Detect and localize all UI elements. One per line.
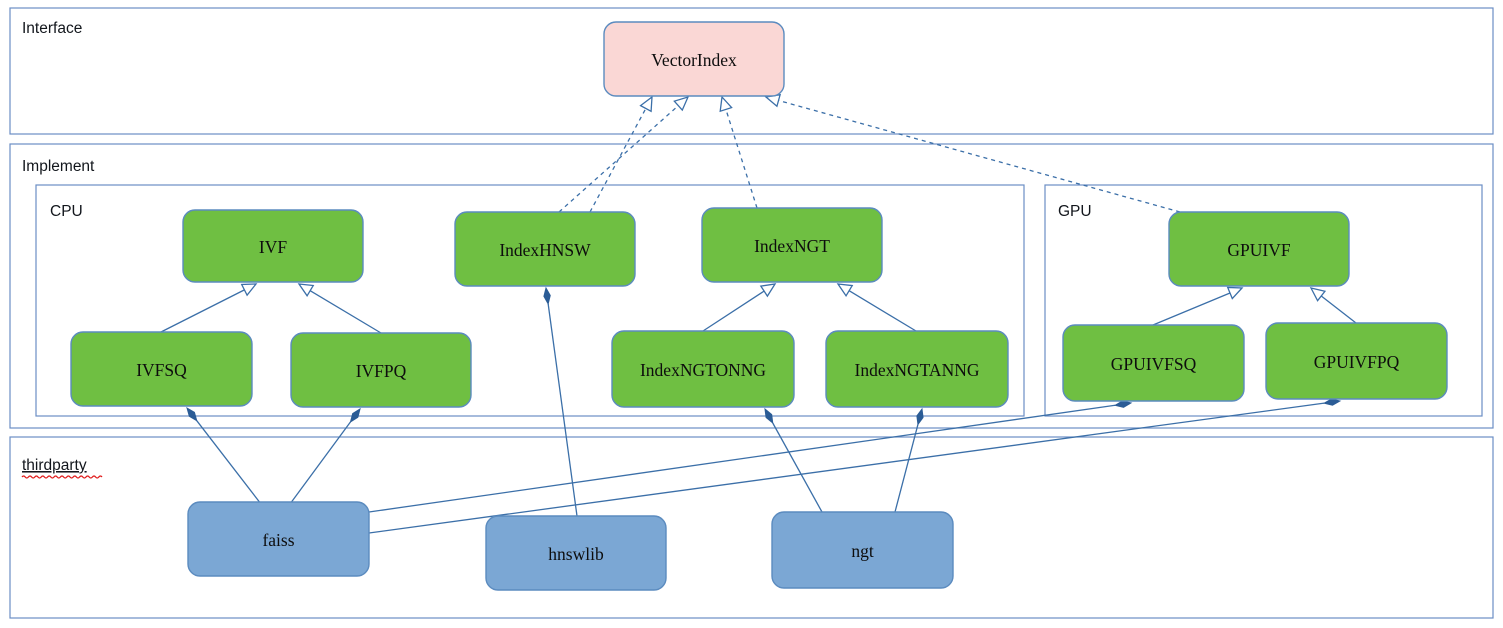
node-IVF-box[interactable] [182,209,364,283]
node-ngt[interactable]: ngt [771,511,954,589]
node-IVFSQ[interactable]: IVFSQ [70,331,253,407]
node-GPUIVFSQ[interactable]: GPUIVFSQ [1062,324,1245,402]
node-IndexNGTANNG-label: IndexNGTANNG [855,360,980,380]
node-IVFPQ[interactable]: IVFPQ [290,332,472,408]
edge-line [309,290,382,334]
edge-IndexNGTANNG-to-IndexNGT [836,283,917,332]
node-ngt-label: ngt [851,541,874,561]
node-GPUIVFPQ-box[interactable] [1265,322,1448,400]
node-hnswlib[interactable]: hnswlib [485,515,667,591]
node-IndexNGT-label: IndexNGT [754,236,830,256]
edge-IVFPQ-to-IVF [297,283,382,334]
edge-line [848,290,917,332]
edge-line [1152,292,1231,326]
node-IndexHNSW[interactable]: IndexHNSW [454,211,636,287]
node-IVFPQ-box[interactable] [290,332,472,408]
edge-faiss-to-IVFSQ [186,406,262,505]
node-IndexNGTANNG-box[interactable] [825,330,1009,408]
edge-GPUIVFSQ-to-GPUIVF [1152,286,1244,326]
edge-IndexNGT-to-VectorIndex [719,95,758,209]
node-ngt-box[interactable] [771,511,954,589]
edge-line [702,290,765,332]
composition-diamond-icon [543,286,551,306]
edge-IVF-to-VectorIndex [589,95,653,213]
inheritance-triangle-icon [639,95,653,113]
edge-GPUIVFPQ-to-GPUIVF [1309,287,1357,324]
node-IndexNGTONNG[interactable]: IndexNGTONNG [611,330,795,408]
node-GPUIVFSQ-label: GPUIVFSQ [1111,354,1197,374]
composition-diamond-icon [916,407,924,426]
spellcheck-underline-icon [21,475,103,479]
node-GPUIVF-box[interactable] [1168,211,1350,287]
frame-cpu-label: CPU [50,203,83,220]
edge-line [894,424,919,513]
node-hnswlib-box[interactable] [485,515,667,591]
edge-ngt-to-IndexNGTONNG [764,407,823,513]
inheritance-triangle-icon [240,283,258,297]
node-IndexHNSW-label: IndexHNSW [499,240,591,260]
node-IndexNGTONNG-box[interactable] [611,330,795,408]
frame-gpu-label: GPU [1058,203,1092,220]
node-GPUIVF-label: GPUIVF [1227,240,1290,260]
edge-IVFSQ-to-IVF [160,283,258,333]
frame-thirdparty-label: thirdparty [22,457,87,474]
node-IndexNGTANNG[interactable]: IndexNGTANNG [825,330,1009,408]
edge-ngt-to-IndexNGTANNG [894,407,924,513]
edge-line [778,99,1181,213]
edge-line [1320,295,1357,324]
node-hnswlib-label: hnswlib [548,544,604,564]
node-IVF-label: IVF [259,237,287,257]
inheritance-triangle-icon [1226,286,1244,300]
node-IndexNGTONNG-label: IndexNGTONNG [640,360,766,380]
node-GPUIVFSQ-box[interactable] [1062,324,1245,402]
edge-line [772,422,823,513]
node-VectorIndex[interactable]: VectorIndex [603,21,785,97]
edge-line [368,404,1116,513]
edges-layer [160,93,1357,534]
inheritance-triangle-icon [719,95,733,113]
node-faiss[interactable]: faiss [187,501,370,577]
frame-interface-label: Interface [22,20,82,37]
node-GPUIVFPQ-label: GPUIVFPQ [1314,352,1400,372]
node-GPUIVFPQ[interactable]: GPUIVFPQ [1265,322,1448,400]
node-IndexHNSW-box[interactable] [454,211,636,287]
node-IVFSQ-box[interactable] [70,331,253,407]
frame-implement-label: Implement [22,158,95,175]
node-GPUIVF[interactable]: GPUIVF [1168,211,1350,287]
composition-diamond-icon [764,407,774,425]
edge-line [160,289,245,333]
inheritance-triangle-icon [836,283,854,298]
node-VectorIndex-label: VectorIndex [651,50,737,70]
edge-line [725,109,758,209]
node-IndexNGT[interactable]: IndexNGT [701,207,883,283]
composition-diamond-icon [349,407,361,423]
node-faiss-box[interactable] [187,501,370,577]
edge-line [589,108,647,213]
node-VectorIndex-box[interactable] [603,21,785,97]
inheritance-triangle-icon [673,95,690,112]
composition-diamond-icon [186,406,198,422]
edge-IndexHNSW-to-VectorIndex [558,95,690,213]
node-faiss-label: faiss [262,530,294,550]
edge-line [558,105,679,213]
inheritance-triangle-icon [1309,287,1327,302]
edge-IndexNGTONNG-to-IndexNGT [702,283,777,332]
edge-line [289,421,352,505]
node-IndexNGT-box[interactable] [701,207,883,283]
edge-line [368,402,1325,534]
edge-line [547,303,578,517]
inheritance-triangle-icon [297,283,315,298]
edge-faiss-to-IVFPQ [289,407,361,505]
edge-hnswlib-to-IndexHNSW [543,286,578,517]
node-IVFPQ-label: IVFPQ [356,361,407,381]
node-IVFSQ-label: IVFSQ [136,360,187,380]
inheritance-triangle-icon [759,283,777,298]
node-IVF[interactable]: IVF [182,209,364,283]
edge-line [196,420,262,505]
